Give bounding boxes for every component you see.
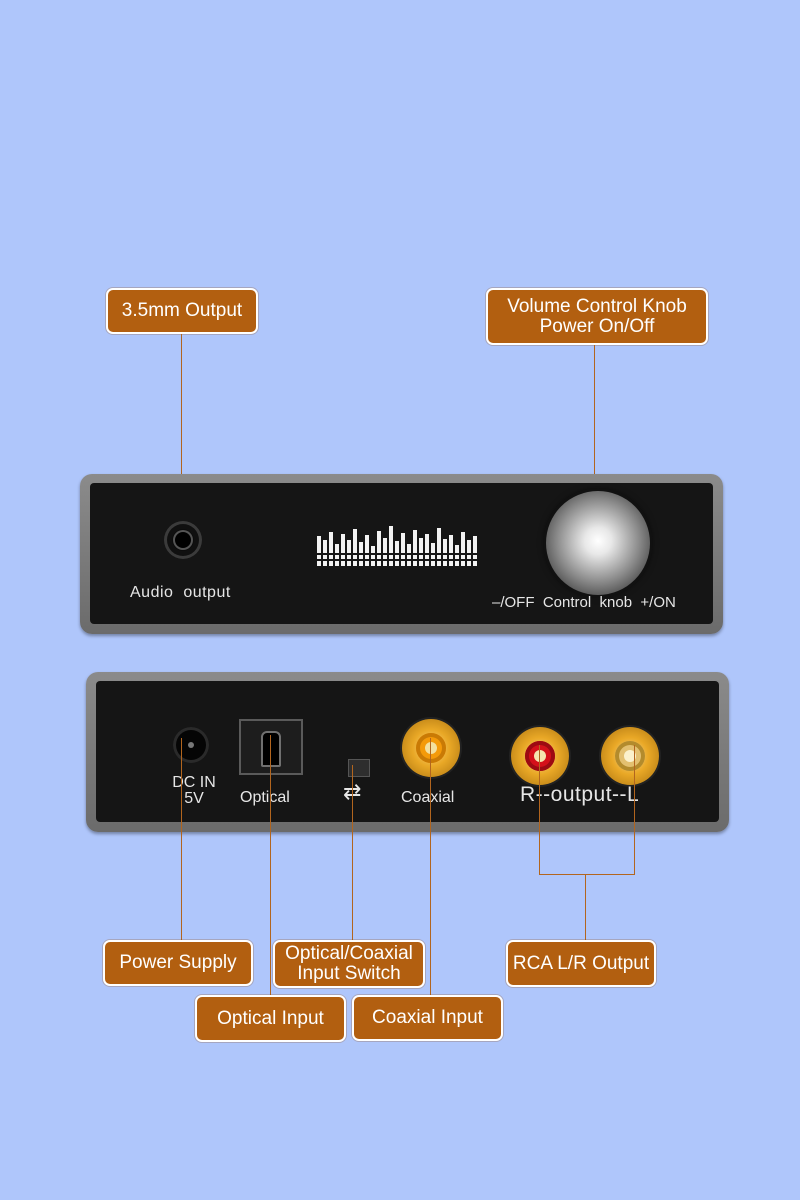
rca-right-inner	[525, 741, 555, 771]
front-panel-face: Audio output	[90, 483, 713, 624]
callout-35mm-output-text: 3.5mm Output	[121, 300, 243, 321]
coaxial-rca-pin	[425, 742, 437, 754]
audio-jack-35mm[interactable]	[164, 521, 202, 559]
leader-power	[181, 738, 182, 942]
rca-right-pin	[534, 750, 546, 762]
audio-jack-hole	[175, 532, 191, 548]
callout-switch: Optical/Coaxial Input Switch	[273, 940, 425, 988]
leader-rca-stem	[585, 874, 586, 942]
optical-port-opening	[261, 731, 281, 767]
callout-volume-knob: Volume Control Knob Power On/Off	[486, 288, 708, 345]
coaxial-rca-inner	[416, 733, 446, 763]
input-switch[interactable]	[348, 759, 370, 777]
rca-left-inner	[615, 741, 645, 771]
dc-in-jack[interactable]	[173, 727, 209, 763]
leader-optical	[270, 735, 271, 997]
callout-power-supply: Power Supply	[103, 940, 253, 986]
callout-coaxial-input: Coaxial Input	[352, 995, 503, 1041]
optical-label: Optical	[240, 789, 290, 806]
rca-right-jack[interactable]	[511, 727, 569, 785]
equalizer-bars-logo-icon	[317, 526, 479, 566]
rca-left-pin	[624, 750, 636, 762]
leader-rca-bracket	[539, 874, 635, 875]
rca-output-label: R--output--L	[520, 783, 640, 806]
leader-35mm	[181, 334, 182, 542]
dc-in-label: DC IN 5V	[172, 774, 216, 807]
callout-rca-output: RCA L/R Output	[506, 940, 656, 987]
audio-output-label: Audio output	[130, 584, 231, 601]
callout-volume-knob-text: Volume Control Knob Power On/Off	[507, 295, 687, 337]
optical-port[interactable]	[239, 719, 303, 775]
callout-rca-output-text: RCA L/R Output	[512, 952, 650, 974]
leader-rca-left	[634, 745, 635, 875]
rear-panel-face: DC IN 5V Optical ⇄ Coaxial R--out	[96, 681, 719, 822]
leader-switch	[352, 765, 353, 943]
callout-optical-input-text: Optical Input	[217, 1007, 324, 1029]
callout-coaxial-input-text: Coaxial Input	[372, 1007, 483, 1028]
volume-knob[interactable]	[546, 491, 650, 595]
rca-left-jack[interactable]	[601, 727, 659, 785]
coaxial-rca-jack[interactable]	[402, 719, 460, 777]
callout-optical-input: Optical Input	[195, 995, 346, 1042]
control-knob-label: –/OFF Control knob +/ON	[492, 594, 676, 611]
coaxial-label: Coaxial	[401, 789, 455, 806]
leader-knob	[594, 345, 595, 493]
leader-coaxial	[430, 738, 431, 997]
dc-pin	[188, 742, 194, 748]
callout-35mm-output: 3.5mm Output	[106, 288, 258, 334]
callout-power-supply-text: Power Supply	[119, 952, 237, 973]
rear-panel: DC IN 5V Optical ⇄ Coaxial R--out	[86, 672, 729, 832]
leader-rca-right	[539, 745, 540, 875]
front-panel: Audio output	[80, 474, 723, 634]
callout-switch-text: Optical/Coaxial Input Switch	[285, 943, 413, 984]
